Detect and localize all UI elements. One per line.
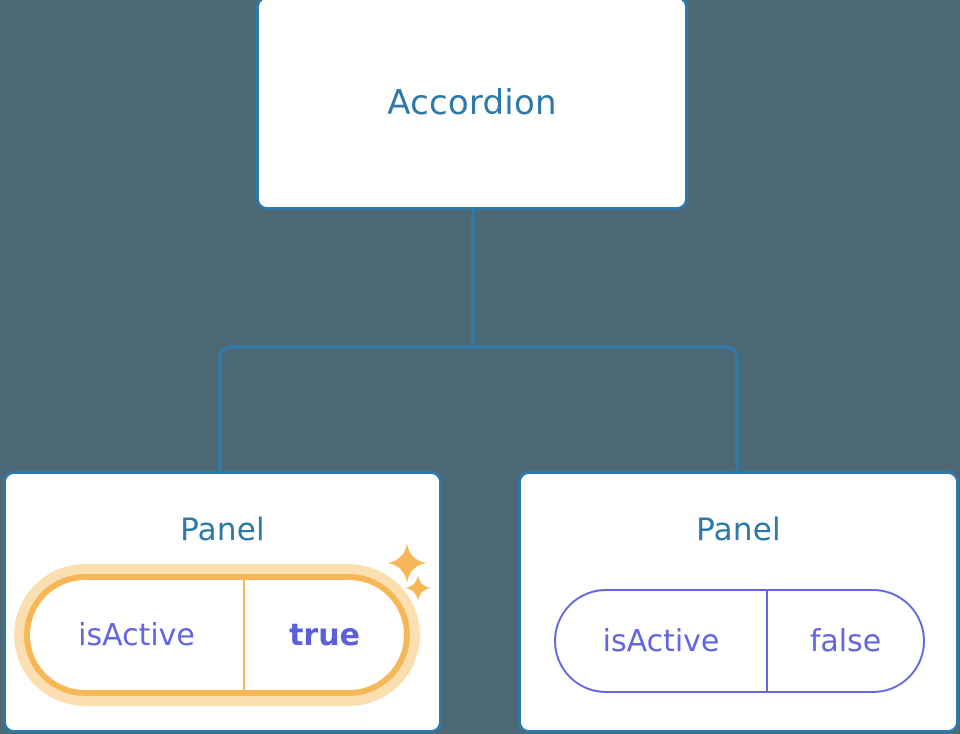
node-accordion-label: Accordion	[387, 83, 557, 123]
prop-pill-right-value: false	[809, 623, 882, 659]
connector-bracket	[218, 345, 739, 472]
prop-pill-left-wrapper: isActive true	[24, 574, 410, 696]
prop-pill-left-value: true	[289, 617, 360, 653]
prop-pill-right-wrapper: isActive false	[554, 589, 925, 693]
node-accordion[interactable]: Accordion	[256, 0, 688, 210]
node-panel-left-label: Panel	[180, 512, 265, 548]
prop-pill-left-key: isActive	[30, 580, 245, 690]
prop-pill-right[interactable]: isActive false	[554, 589, 925, 693]
prop-pill-left[interactable]: isActive true	[24, 574, 410, 696]
prop-pill-right-key: isActive	[556, 591, 768, 691]
node-panel-right-label: Panel	[696, 512, 781, 548]
